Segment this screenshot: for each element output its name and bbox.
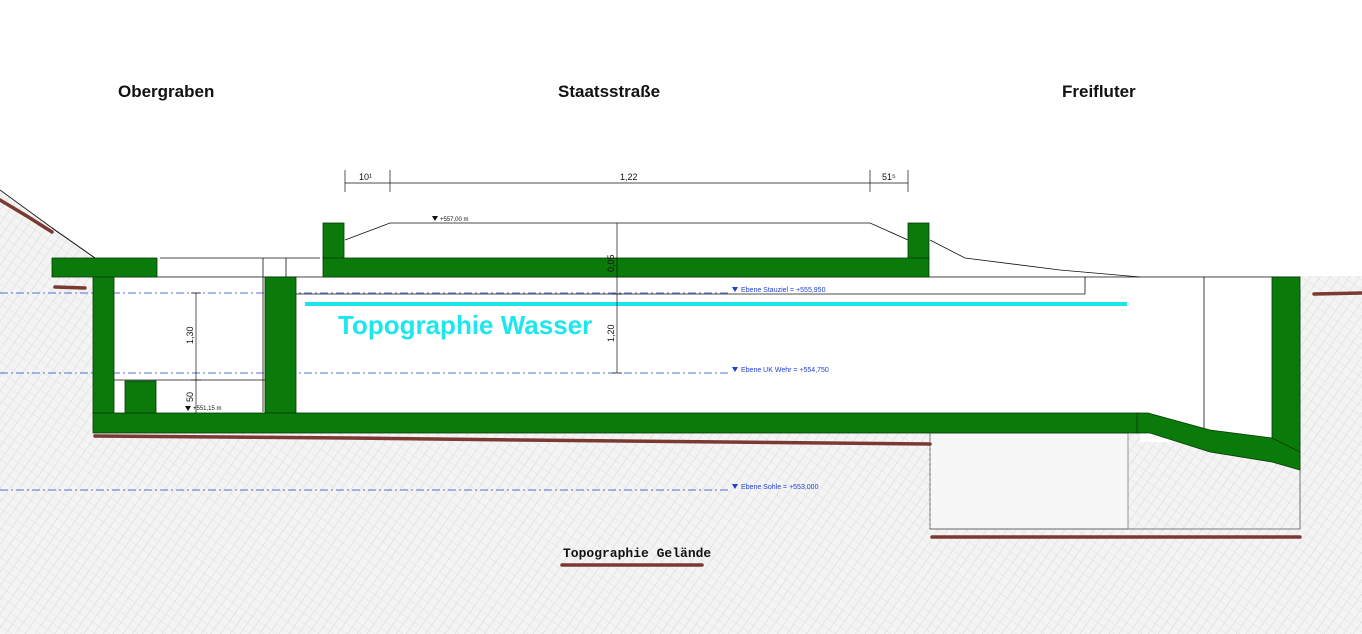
concrete-structure <box>51 222 1301 471</box>
level-uk-wehr: Ebene UK Wehr = +554,750 <box>741 367 829 374</box>
level-stauziel: Ebene Stauziel = +555,950 <box>741 287 826 294</box>
level-markers <box>185 216 738 489</box>
section-title-middle: Staatsstraße <box>558 82 661 101</box>
section-title-right: Freifluter <box>1062 82 1136 101</box>
dim-top-right: 51⁵ <box>882 172 896 182</box>
dim-top-middle: 1,22 <box>620 172 638 182</box>
level-sohle: Ebene Sohle = +553,000 <box>741 484 819 491</box>
level-lines <box>0 292 730 491</box>
dim-left-height: 1,30 <box>185 326 195 344</box>
elevation-road: +557,00 m <box>440 217 469 223</box>
dim-road-height: 0,05 <box>606 254 616 272</box>
label-terrain: Topographie Gelände <box>563 546 711 561</box>
dim-water-depth: 1,20 <box>606 324 616 342</box>
section-title-left: Obergraben <box>118 82 215 101</box>
dimension-lines <box>191 170 909 413</box>
elevation-left-bottom: +551,15 m <box>193 406 222 412</box>
label-water: Topographie Wasser <box>338 310 592 340</box>
dim-top-left: 10¹ <box>359 172 372 182</box>
terrain-lines <box>0 198 1362 567</box>
dim-left-bottom: 50 <box>185 392 195 402</box>
